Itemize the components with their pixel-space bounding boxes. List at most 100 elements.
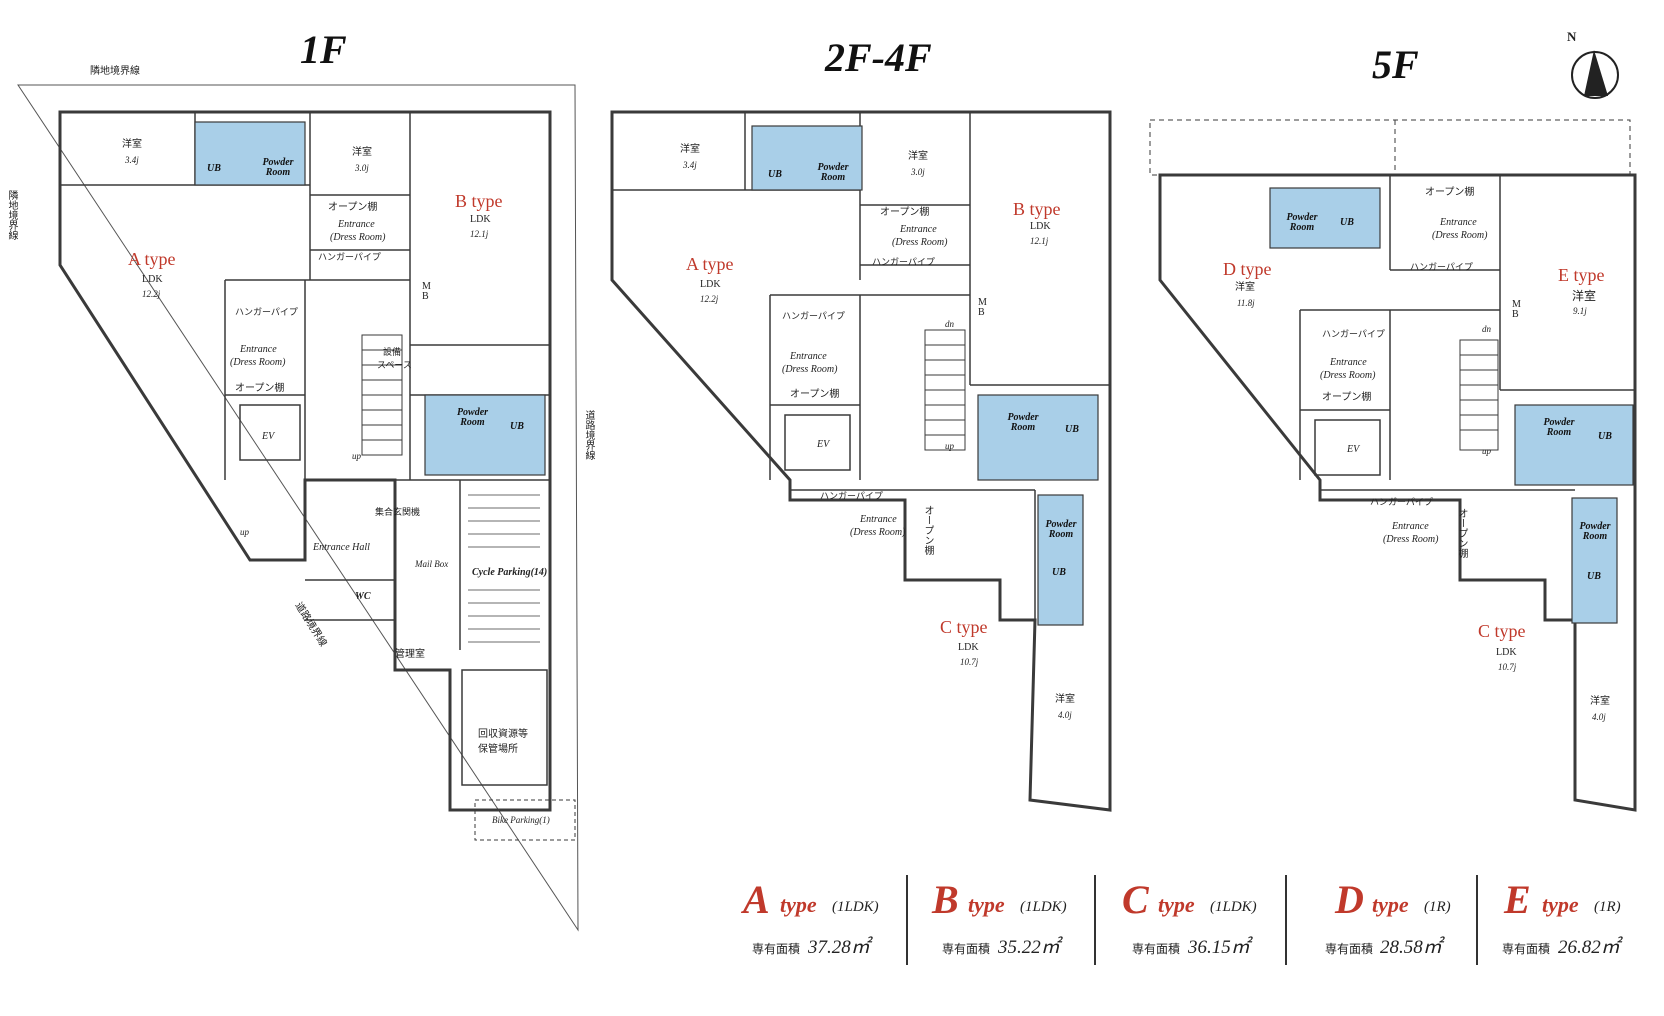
up-road-1f: up — [240, 527, 249, 537]
legend-letter: A — [743, 877, 770, 922]
compass-label: N — [1567, 29, 1577, 44]
north-arrow-icon — [1571, 50, 1619, 99]
legend-type: type — [780, 892, 817, 917]
open-shelf-5f-d: オープン棚 — [1322, 392, 1372, 403]
wc-1f: WC — [355, 591, 371, 602]
ev-5f: EV — [1347, 444, 1360, 455]
building-outline-5f — [1158, 173, 1637, 812]
open-shelf-2f-c: オープン棚 — [922, 505, 933, 555]
room-label-a: 洋室 — [122, 139, 142, 150]
ldk-label-2f-a: LDK — [700, 279, 721, 290]
building-outline-2f — [610, 110, 1112, 812]
legend-letter: B — [932, 877, 959, 922]
ub-1f-b: UB — [510, 421, 524, 432]
entrance-5f-de: Entrance — [1440, 217, 1477, 228]
hanger-2f-c: ハンガーパイプ — [820, 491, 883, 501]
boundary-label-right: 道路境界線 — [583, 410, 594, 460]
dress-2f-a: (Dress Room) — [782, 364, 838, 375]
ldk-label-1f-a: LDK — [142, 274, 163, 285]
legend-kind: (1LDK) — [1210, 899, 1257, 915]
ub-5f-d: UB — [1340, 217, 1354, 228]
building-outline-1f — [58, 110, 552, 812]
ub-1f-a: UB — [207, 163, 221, 174]
room-area-5f-e: 9.1j — [1573, 306, 1587, 316]
room-area-2f-a: 3.4j — [683, 160, 697, 170]
open-shelf-5f-c: オープン棚 — [1456, 508, 1467, 558]
ev-2f: EV — [817, 439, 830, 450]
room-label-2f-a: 洋室 — [680, 144, 700, 155]
wet-area-1f-b — [424, 394, 546, 476]
mb-2f: M B — [978, 297, 987, 318]
legend-area-label: 専有面積 — [1132, 942, 1181, 956]
type-label-2f-a: A type — [686, 254, 734, 274]
legend-type: type — [1372, 892, 1409, 917]
legend-type: type — [968, 892, 1005, 917]
legend-area-label: 専有面積 — [1325, 942, 1374, 956]
dress-5f-d: (Dress Room) — [1320, 370, 1376, 381]
open-shelf-1f-a: オープン棚 — [235, 383, 285, 394]
boundary-label-top: 隣地境界線 — [90, 66, 140, 77]
type-label-5f-e: E type — [1558, 265, 1605, 285]
hanger-2f-a: ハンガーパイプ — [782, 311, 845, 321]
powder-2f-c: Powder Room — [1045, 519, 1077, 540]
entrance-2f-c: Entrance — [860, 514, 897, 525]
dn-2f: dn — [945, 319, 954, 329]
ldk-label-2f-b: LDK — [1030, 221, 1051, 232]
ub-5f-c: UB — [1587, 571, 1601, 582]
legend-area-label: 専有面積 — [1502, 942, 1551, 956]
type-label-1f-b: B type — [455, 191, 503, 211]
legend-area-value: 37.28㎡ — [808, 937, 870, 958]
legend-area-value: 36.15㎡ — [1188, 937, 1250, 958]
site-boundary-1f — [17, 84, 579, 932]
ub-2f-c: UB — [1052, 567, 1066, 578]
powder-2f-b: Powder Room — [1007, 412, 1039, 433]
room-label-5f-d: 洋室 — [1235, 282, 1255, 293]
entrance-2f-b: Entrance — [900, 224, 937, 235]
entrance-2f-a: Entrance — [790, 351, 827, 362]
mb-1f: M B — [422, 281, 431, 302]
room-area-5f-c: 4.0j — [1592, 712, 1606, 722]
office-1f: 管理室 — [395, 649, 425, 660]
legend-type: type — [1158, 892, 1195, 917]
ldk-label-5f-c: LDK — [1496, 647, 1517, 658]
hanger-1f-a: ハンガーパイプ — [235, 307, 298, 317]
up-stairs-1f: up — [352, 451, 361, 461]
legend-kind: (1LDK) — [1020, 899, 1067, 915]
dress-5f-de: (Dress Room) — [1432, 230, 1488, 241]
space-1f: スペース — [377, 360, 412, 370]
legend-kind: (1R) — [1594, 899, 1621, 915]
open-shelf-2f-b: オープン棚 — [880, 207, 930, 218]
equip-1f: 設備 — [383, 347, 402, 357]
ub-5f-e: UB — [1598, 431, 1612, 442]
legend-area-label: 専有面積 — [752, 942, 801, 956]
wet-area-5f-c — [1571, 497, 1618, 624]
ev-1f: EV — [262, 431, 275, 442]
dress-2f-c: (Dress Room) — [850, 527, 906, 538]
hanger-2f-b: ハンガーパイプ — [872, 257, 935, 267]
ldk-area-1f-a: 12.2j — [142, 289, 161, 299]
hanger-5f-de: ハンガーパイプ — [1410, 262, 1473, 272]
legend-area-value: 35.22㎡ — [998, 937, 1060, 958]
legend-area-value: 28.58㎡ — [1380, 937, 1442, 958]
ldk-area-2f-c: 10.7j — [960, 657, 979, 667]
dress-1f-a: (Dress Room) — [230, 357, 286, 368]
ldk-area-2f-b: 12.1j — [1030, 236, 1049, 246]
entrance-hall-1f: Entrance Hall — [313, 542, 370, 553]
powder-1f-b: Powder Room — [456, 407, 489, 428]
collective-entry-1f: 集合玄関機 — [375, 507, 421, 517]
type-label-5f-d: D type — [1223, 259, 1272, 279]
wet-area-5f-d — [1269, 187, 1381, 249]
room-area-5f-d: 11.8j — [1237, 298, 1255, 308]
floor-title-2f-4f: 2F-4F — [825, 35, 932, 80]
powder-5f-e: Powder Room — [1543, 417, 1575, 438]
hanger-5f-c: ハンガーパイプ — [1370, 497, 1433, 507]
ldk-area-2f-a: 12.2j — [700, 294, 719, 304]
ub-2f-b: UB — [1065, 424, 1079, 435]
bike-parking-1f: Bike Parking(1) — [492, 815, 550, 825]
recycle-1-1f: 回収資源等 — [478, 729, 528, 740]
entrance-5f-c: Entrance — [1392, 521, 1429, 532]
legend-area-label: 専有面積 — [942, 942, 991, 956]
up-5f: up — [1482, 446, 1491, 456]
floor-title-1f: 1F — [300, 27, 347, 72]
